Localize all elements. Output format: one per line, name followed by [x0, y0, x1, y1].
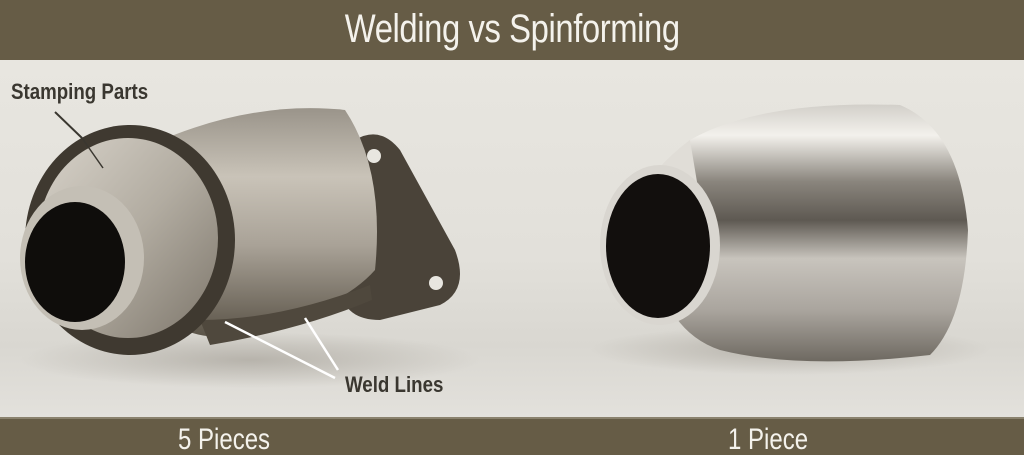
- title-banner: Welding vs Spinforming: [0, 0, 1024, 60]
- product-illustration: [20, 104, 990, 388]
- right-caption: 1 Piece: [728, 423, 809, 455]
- weld-lines-callout: Weld Lines: [345, 372, 444, 397]
- left-caption: 5 Pieces: [178, 423, 271, 455]
- page-title: Welding vs Spinforming: [344, 6, 680, 51]
- product-photo: Stamping Parts Weld Lines: [0, 60, 1024, 417]
- caption-banner: 5 Pieces 1 Piece: [0, 417, 1024, 455]
- stamping-parts-callout: Stamping Parts: [11, 79, 149, 104]
